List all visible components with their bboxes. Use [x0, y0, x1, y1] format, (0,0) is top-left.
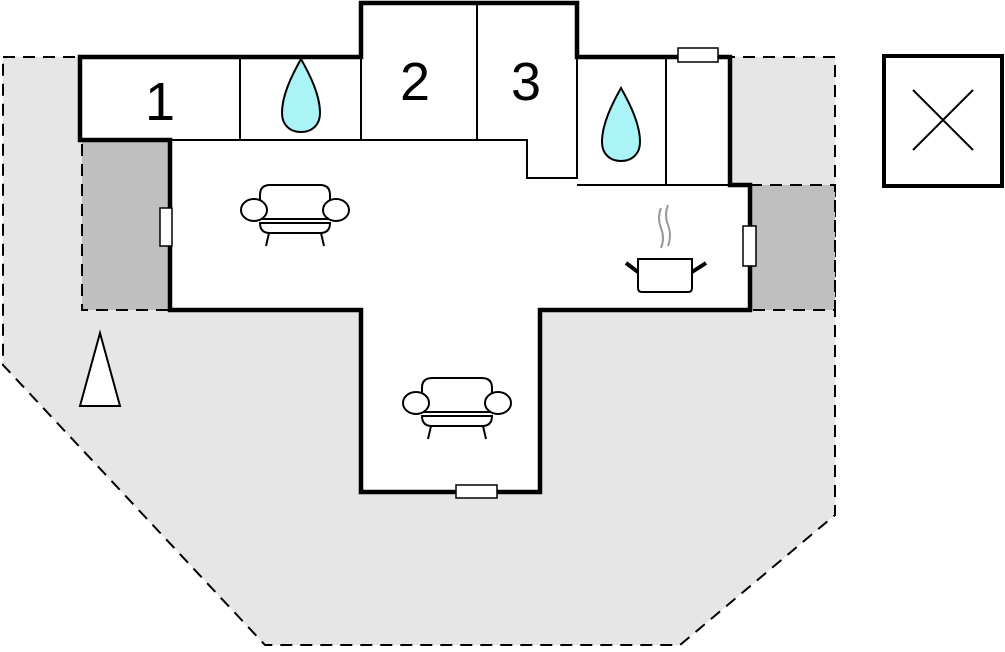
cooking-pot-icon	[624, 204, 708, 293]
interior-walls	[170, 3, 730, 186]
north-arrow-icon	[78, 329, 122, 407]
window-left	[159, 207, 173, 247]
window-bottom	[455, 484, 498, 499]
closed-area-x-icon	[882, 54, 1004, 188]
house-outline	[77, 0, 753, 495]
bedroom-2-label: 2	[400, 52, 430, 112]
window-top	[677, 47, 719, 63]
covered-terrace-right	[749, 184, 836, 311]
windows	[159, 47, 757, 499]
window-right	[742, 225, 757, 267]
water-drop-icon	[280, 56, 322, 134]
water-drop-icon	[600, 85, 642, 163]
sofa-icon	[240, 184, 350, 247]
sofa-icon	[402, 377, 512, 440]
bedroom-3-label: 3	[511, 52, 541, 112]
covered-terrace-left	[81, 139, 171, 311]
bedroom-1-label: 1	[145, 72, 175, 132]
